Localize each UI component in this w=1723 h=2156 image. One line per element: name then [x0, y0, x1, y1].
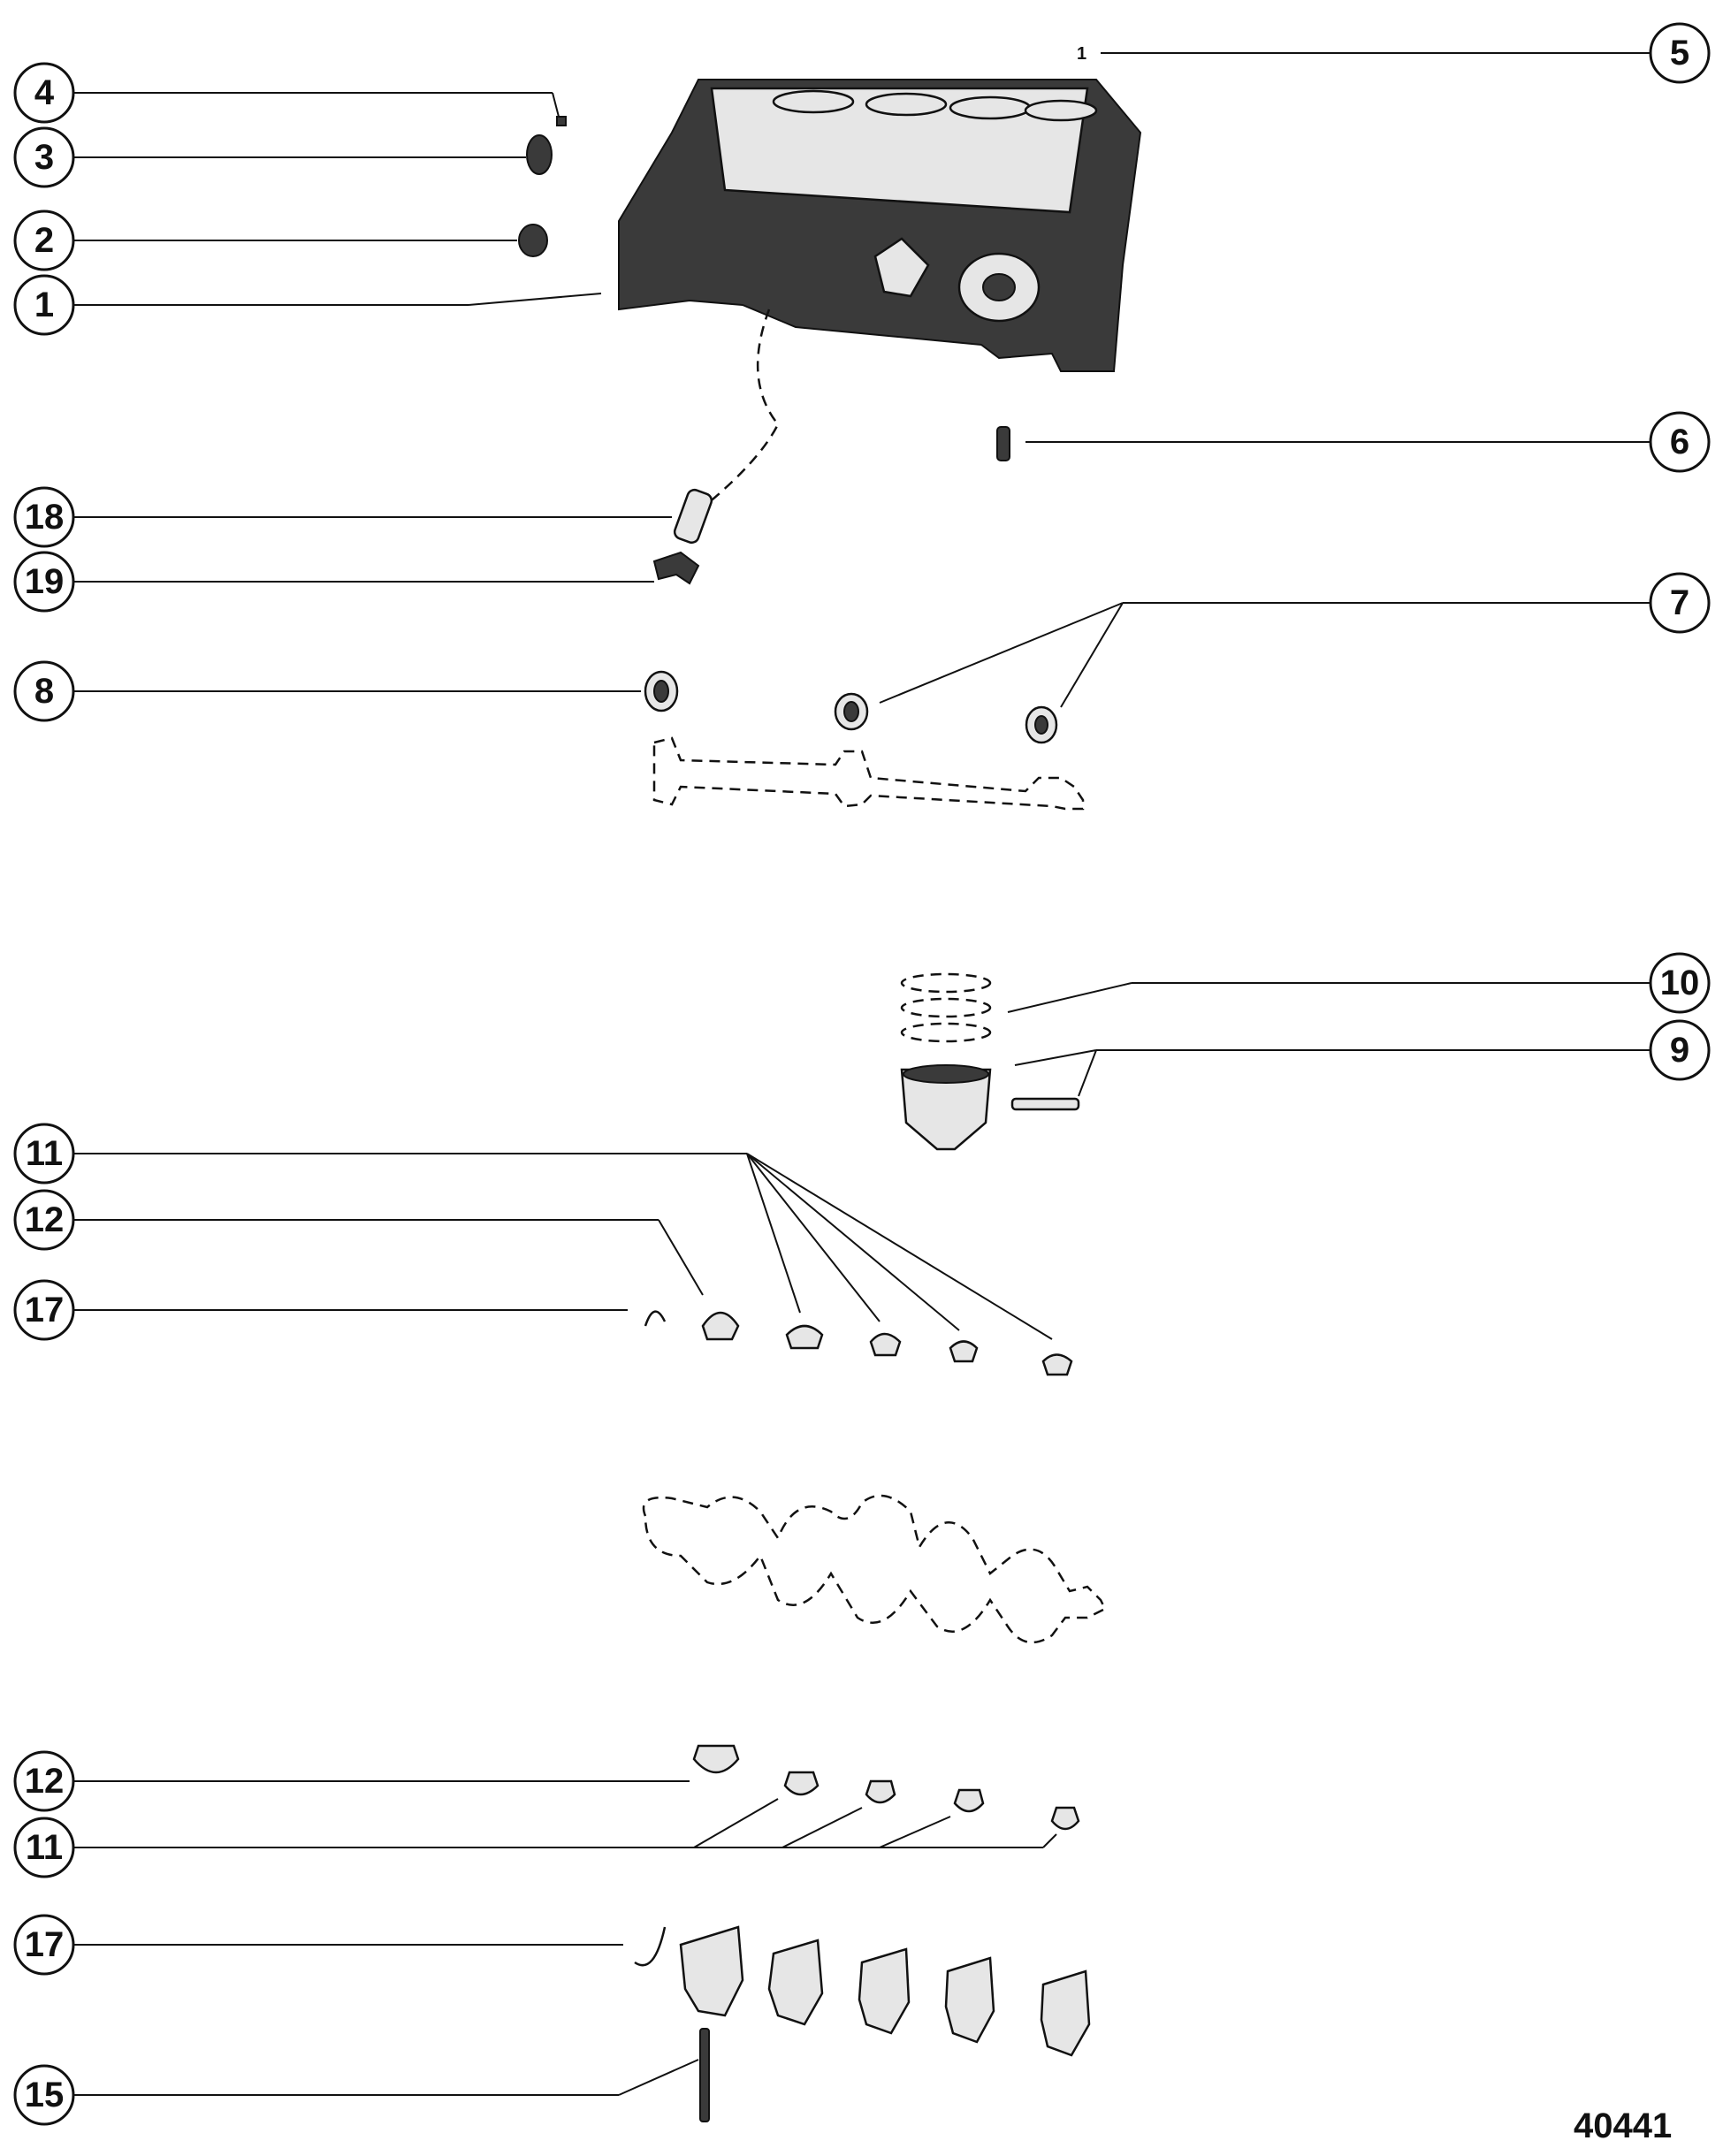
callout-7: 7	[1649, 572, 1711, 634]
callout-17-lower: 17	[13, 1914, 75, 1976]
callout-5: 5	[1649, 22, 1711, 84]
callout-8: 8	[13, 660, 75, 722]
callout-4-label: 4	[34, 73, 55, 112]
part-7-camshaft-bearing-b	[1025, 705, 1058, 744]
callout-3-label: 3	[34, 138, 54, 177]
part-4-plug	[556, 116, 567, 126]
callout-11-lower-label: 11	[26, 1828, 63, 1867]
callout-12-lower-label: 12	[25, 1762, 65, 1801]
part-18-fitting	[673, 488, 713, 545]
part-12-thrust-bearing-upper	[701, 1311, 740, 1341]
oil-line-dashed	[706, 309, 780, 505]
callout-11-upper-label: 11	[26, 1134, 63, 1173]
block-marker-text: 1	[1077, 44, 1086, 64]
camshaft	[652, 736, 1085, 811]
callout-10: 10	[1649, 952, 1711, 1014]
callout-2: 2	[13, 210, 75, 271]
callout-5-label: 5	[1670, 34, 1689, 72]
part-11-main-bearing-upper-row	[785, 1324, 1073, 1376]
callout-17-upper-label: 17	[25, 1291, 65, 1329]
callout-11-lower: 11	[13, 1817, 75, 1878]
part-2-expansion-plug	[518, 224, 548, 257]
callout-17-upper: 17	[13, 1279, 75, 1341]
callout-1: 1	[13, 274, 75, 336]
part-8-camshaft-bearing	[644, 670, 679, 712]
part-3-expansion-plug	[526, 134, 553, 175]
part-9-piston	[900, 1064, 1080, 1151]
callout-18: 18	[13, 486, 75, 548]
callout-4: 4	[13, 62, 75, 124]
main-bearing-caps	[679, 1925, 1091, 2057]
callout-11-upper: 11	[13, 1123, 75, 1185]
callout-1-label: 1	[34, 286, 54, 324]
callout-17-lower-label: 17	[25, 1925, 65, 1964]
part-17-oil-seal-lower	[634, 1926, 667, 1967]
callout-8-label: 8	[34, 672, 54, 711]
callout-15: 15	[13, 2064, 75, 2126]
part-15-bolt	[699, 2028, 710, 2122]
callout-12-lower: 12	[13, 1750, 75, 1812]
callout-6: 6	[1649, 411, 1711, 473]
part-17-oil-seal-upper	[644, 1310, 667, 1327]
part-6-dowel-pin	[996, 426, 1010, 461]
callout-9-label: 9	[1670, 1031, 1689, 1070]
callout-15-label: 15	[25, 2076, 65, 2114]
callout-12-upper-label: 12	[25, 1200, 65, 1239]
callout-3: 3	[13, 126, 75, 188]
callout-2-label: 2	[34, 221, 54, 260]
crankshaft	[642, 1494, 1107, 1644]
part-12-thrust-bearing-lower	[692, 1744, 740, 1774]
part-19-valve	[652, 551, 700, 585]
callout-18-label: 18	[25, 498, 65, 537]
callout-9: 9	[1649, 1019, 1711, 1081]
engine-block	[618, 79, 1142, 372]
part-10-piston-rings	[900, 972, 992, 1043]
leader-lines	[66, 52, 1651, 2096]
callout-10-label: 10	[1660, 964, 1700, 1002]
part-11-main-bearing-lower-row	[783, 1771, 1080, 1831]
callout-7-label: 7	[1670, 583, 1689, 622]
figure-number: 40441	[1574, 2106, 1672, 2145]
callout-19: 19	[13, 551, 75, 613]
callout-12-upper: 12	[13, 1189, 75, 1251]
callout-19-label: 19	[25, 562, 65, 601]
part-7-camshaft-bearing-a	[834, 692, 869, 731]
callout-6-label: 6	[1670, 423, 1689, 461]
